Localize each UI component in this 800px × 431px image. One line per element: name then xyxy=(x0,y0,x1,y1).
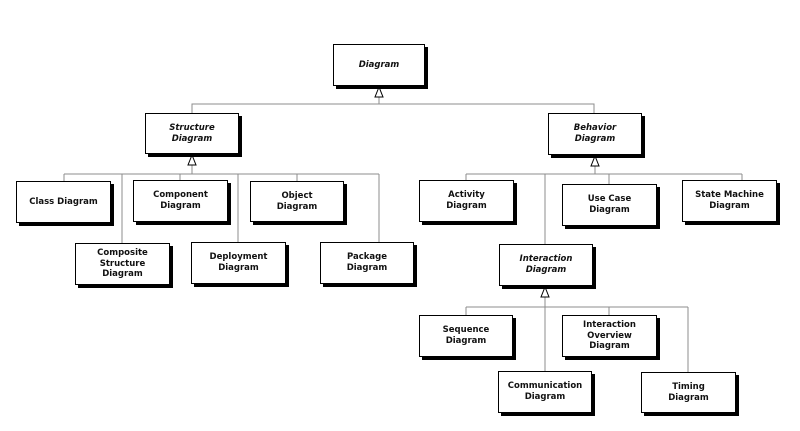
node-activity-diagram-label: Activity Diagram xyxy=(446,190,487,211)
node-structure-diagram-label: Structure Diagram xyxy=(169,122,215,144)
node-sequence-diagram-label: Sequence Diagram xyxy=(442,325,490,346)
node-composite-structure-diagram-label: Composite Structure Diagram xyxy=(97,248,148,280)
node-class-diagram-label: Class Diagram xyxy=(29,196,98,207)
generalization-arrow-behavior xyxy=(590,154,600,167)
node-communication-diagram: Communication Diagram xyxy=(498,371,592,413)
node-package-diagram: Package Diagram xyxy=(320,242,414,284)
node-object-diagram: Object Diagram xyxy=(250,181,344,222)
generalization-arrow-structure xyxy=(187,153,197,166)
node-object-diagram-label: Object Diagram xyxy=(276,190,318,212)
generalization-arrow-interaction xyxy=(540,285,550,298)
node-use-case-diagram-label: Use Case Diagram xyxy=(587,194,632,215)
node-diagram: Diagram xyxy=(333,44,425,86)
node-deployment-diagram-label: Deployment Diagram xyxy=(209,252,268,273)
node-state-machine-diagram: State Machine Diagram xyxy=(682,180,777,222)
node-interaction-diagram: Interaction Diagram xyxy=(499,244,593,286)
node-interaction-diagram-label: Interaction Diagram xyxy=(519,254,573,275)
node-behavior-diagram-label: Behavior Diagram xyxy=(573,123,617,144)
generalization-arrow-diagram xyxy=(374,85,384,98)
node-behavior-diagram: Behavior Diagram xyxy=(548,113,642,155)
node-deployment-diagram: Deployment Diagram xyxy=(191,242,286,284)
node-use-case-diagram: Use Case Diagram xyxy=(562,184,657,226)
node-component-diagram: Component Diagram xyxy=(133,180,228,222)
node-sequence-diagram: Sequence Diagram xyxy=(419,315,513,357)
node-package-diagram-label: Package Diagram xyxy=(346,252,388,273)
node-state-machine-diagram-label: State Machine Diagram xyxy=(695,190,764,211)
node-class-diagram: Class Diagram xyxy=(16,181,111,223)
node-diagram-label: Diagram xyxy=(358,59,400,70)
link-diagram-children xyxy=(191,103,595,113)
node-communication-diagram-label: Communication Diagram xyxy=(507,381,583,402)
node-structure-diagram: Structure Diagram xyxy=(145,113,239,154)
node-interaction-overview-diagram-label: Interaction Overview Diagram xyxy=(583,320,636,352)
node-activity-diagram: Activity Diagram xyxy=(419,180,514,222)
node-timing-diagram-label: Timing Diagram xyxy=(668,381,709,403)
node-component-diagram-label: Component Diagram xyxy=(153,190,208,211)
node-timing-diagram: Timing Diagram xyxy=(641,372,736,413)
node-interaction-overview-diagram: Interaction Overview Diagram xyxy=(562,315,657,357)
node-composite-structure-diagram: Composite Structure Diagram xyxy=(75,243,170,285)
